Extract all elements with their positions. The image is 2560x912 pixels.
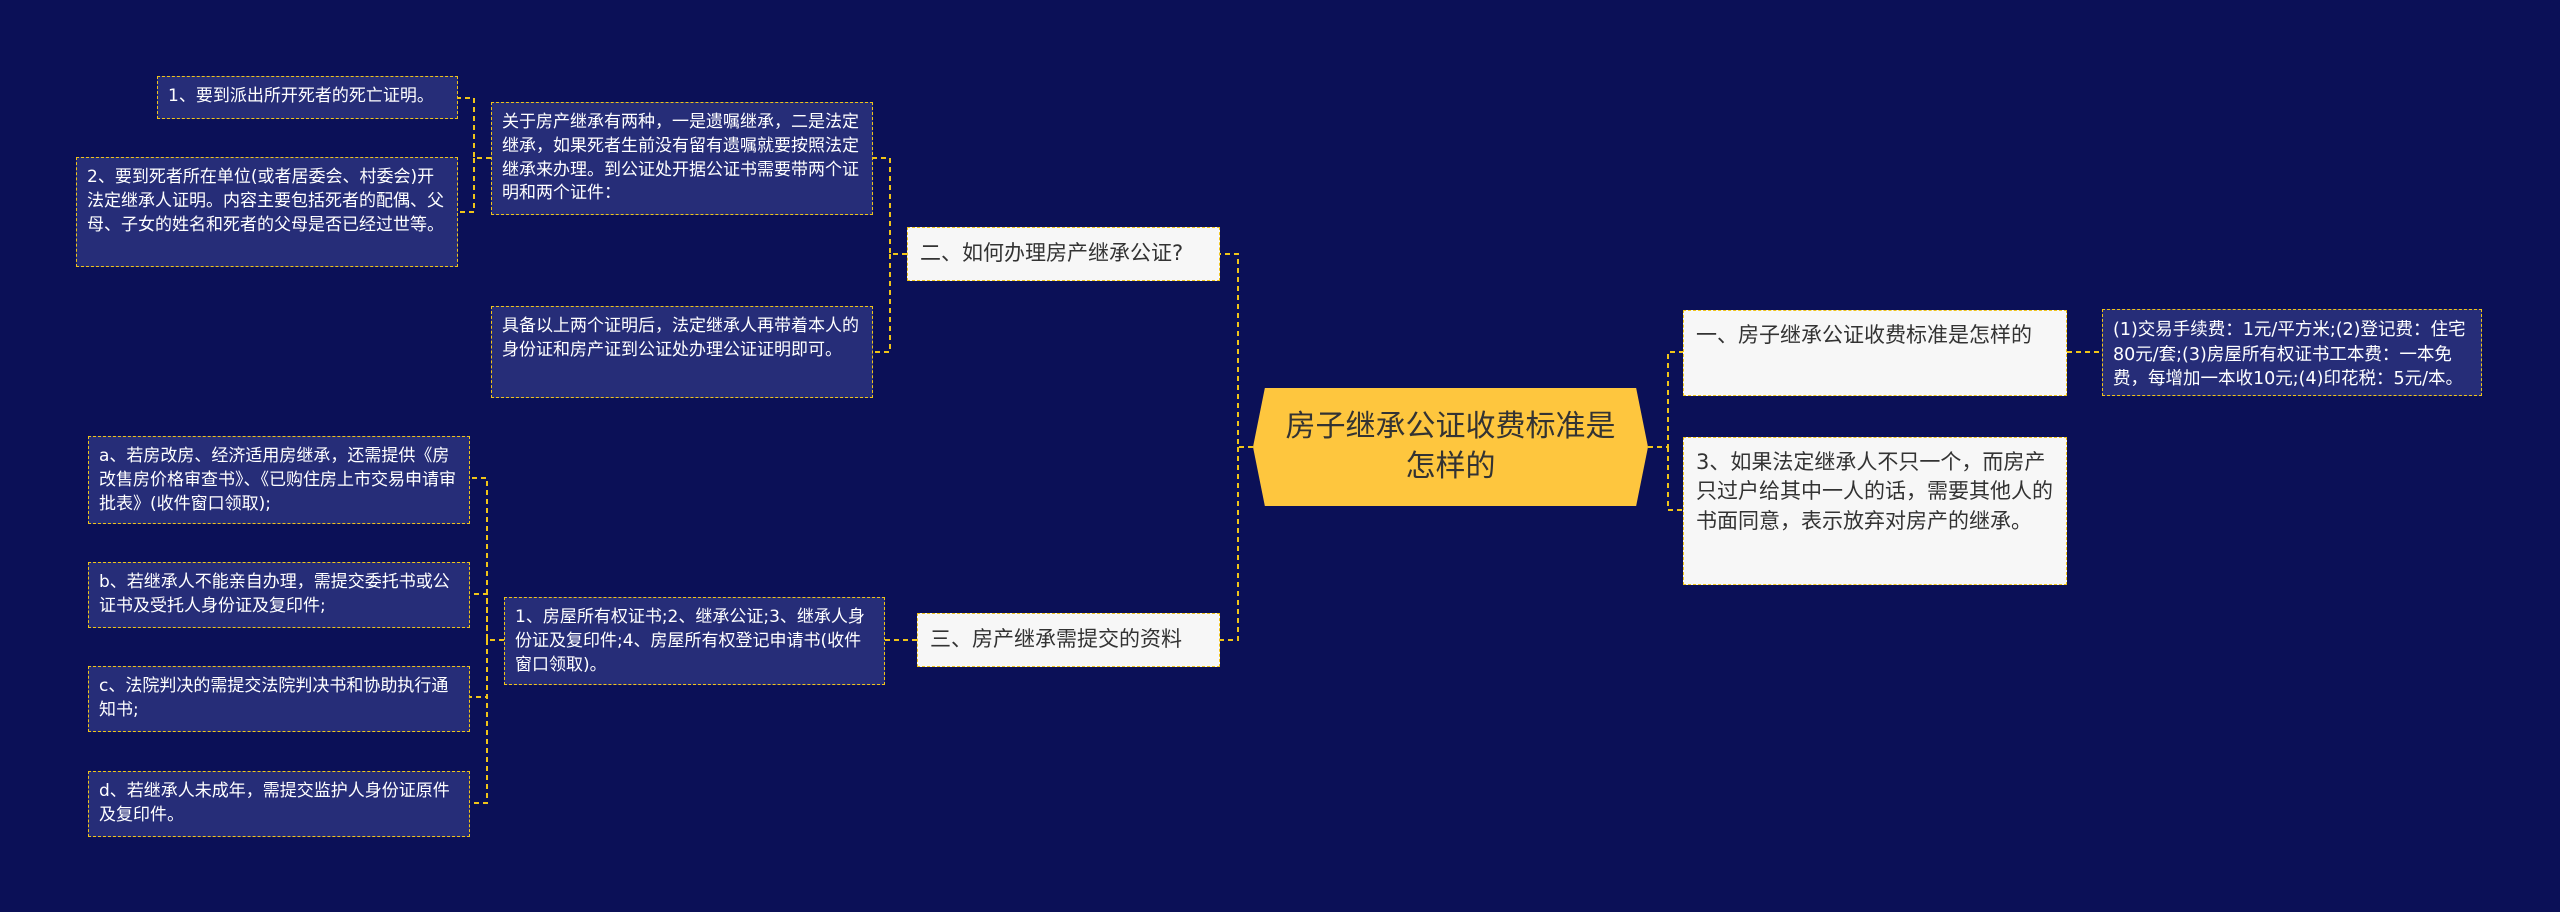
leaf-after-certificates-text: 具备以上两个证明后，法定继承人再带着本人的身份证和房产证到公证处办理公证证明即可…	[502, 316, 859, 360]
leaf-heir-certificate[interactable]: 2、要到死者所在单位(或者居委会、村委会)开法定继承人证明。内容主要包括死者的配…	[76, 157, 458, 267]
leaf-fee-details[interactable]: (1)交易手续费：1元/平方米;(2)登记费：住宅80元/套;(3)房屋所有权证…	[2102, 309, 2482, 396]
leaf-death-certificate-text: 1、要到派出所开死者的死亡证明。	[168, 86, 434, 106]
branch-fee-standard[interactable]: 一、房子继承公证收费标准是怎样的	[1683, 310, 2067, 396]
leaf-death-certificate[interactable]: 1、要到派出所开死者的死亡证明。	[157, 76, 458, 119]
branch-required-documents[interactable]: 三、房产继承需提交的资料	[917, 613, 1220, 667]
leaf-document-list[interactable]: 1、房屋所有权证书;2、继承公证;3、继承人身份证及复印件;4、房屋所有权登记申…	[504, 597, 885, 685]
branch-multiple-heirs-label: 3、如果法定继承人不只一个，而房产只过户给其中一人的话，需要其他人的书面同意，表…	[1696, 450, 2053, 533]
leaf-item-b[interactable]: b、若继承人不能亲自办理，需提交委托书或公证书及受托人身份证及复印件;	[88, 562, 470, 628]
leaf-item-d-text: d、若继承人未成年，需提交监护人身份证原件及复印件。	[99, 781, 450, 825]
branch-required-documents-label: 三、房产继承需提交的资料	[930, 627, 1182, 652]
branch-how-to-apply[interactable]: 二、如何办理房产继承公证?	[907, 227, 1220, 281]
leaf-inheritance-intro[interactable]: 关于房产继承有两种，一是遗嘱继承，二是法定继承，如果死者生前没有留有遗嘱就要按照…	[491, 102, 873, 215]
leaf-after-certificates[interactable]: 具备以上两个证明后，法定继承人再带着本人的身份证和房产证到公证处办理公证证明即可…	[491, 306, 873, 398]
leaf-item-a[interactable]: a、若房改房、经济适用房继承，还需提供《房改售房价格审查书》、《已购住房上市交易…	[88, 436, 470, 524]
leaf-heir-certificate-text: 2、要到死者所在单位(或者居委会、村委会)开法定继承人证明。内容主要包括死者的配…	[87, 167, 444, 235]
branch-how-to-apply-label: 二、如何办理房产继承公证?	[920, 241, 1184, 266]
branch-multiple-heirs[interactable]: 3、如果法定继承人不只一个，而房产只过户给其中一人的话，需要其他人的书面同意，表…	[1683, 437, 2067, 585]
leaf-item-c-text: c、法院判决的需提交法院判决书和协助执行通知书;	[99, 676, 449, 720]
leaf-fee-details-text: (1)交易手续费：1元/平方米;(2)登记费：住宅80元/套;(3)房屋所有权证…	[2113, 320, 2466, 389]
leaf-inheritance-intro-text: 关于房产继承有两种，一是遗嘱继承，二是法定继承，如果死者生前没有留有遗嘱就要按照…	[502, 112, 859, 204]
leaf-item-a-text: a、若房改房、经济适用房继承，还需提供《房改售房价格审查书》、《已购住房上市交易…	[99, 446, 456, 514]
branch-fee-standard-label: 一、房子继承公证收费标准是怎样的	[1696, 323, 2032, 347]
leaf-item-b-text: b、若继承人不能亲自办理，需提交委托书或公证书及受托人身份证及复印件;	[99, 572, 450, 616]
root-topic[interactable]: 房子继承公证收费标准是怎样的	[1253, 388, 1648, 506]
leaf-document-list-text: 1、房屋所有权证书;2、继承公证;3、继承人身份证及复印件;4、房屋所有权登记申…	[515, 607, 865, 675]
root-topic-label: 房子继承公证收费标准是怎样的	[1285, 408, 1616, 485]
leaf-item-c[interactable]: c、法院判决的需提交法院判决书和协助执行通知书;	[88, 666, 470, 732]
leaf-item-d[interactable]: d、若继承人未成年，需提交监护人身份证原件及复印件。	[88, 771, 470, 837]
